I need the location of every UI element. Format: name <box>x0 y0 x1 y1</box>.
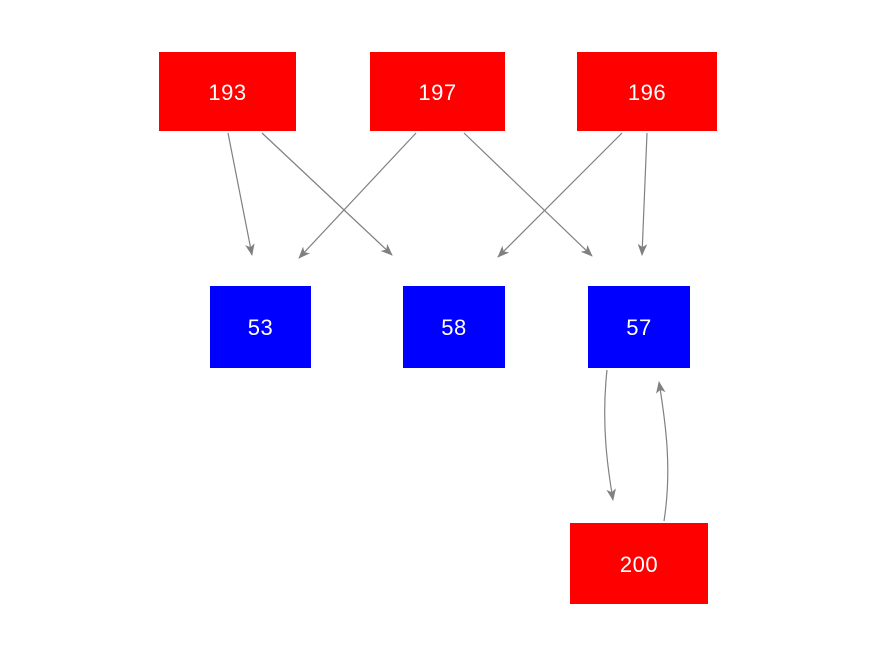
node-193[interactable]: 193 <box>159 52 296 131</box>
node-label: 53 <box>247 315 274 340</box>
edge-196-to-58 <box>497 132 623 258</box>
node-58[interactable]: 58 <box>403 286 505 368</box>
edge-196-to-57 <box>637 132 648 256</box>
node-label: 200 <box>619 551 659 577</box>
edge-197-to-53 <box>298 132 417 259</box>
edge-193-to-53 <box>227 132 255 256</box>
node-197[interactable]: 197 <box>370 52 505 131</box>
edge-193-to-58 <box>261 132 393 256</box>
node-196[interactable]: 196 <box>577 52 717 131</box>
edge-57-to-200 <box>604 369 616 501</box>
node-57[interactable]: 57 <box>588 286 690 368</box>
node-label: 193 <box>208 79 247 105</box>
node-label: 197 <box>418 79 457 105</box>
node-53[interactable]: 53 <box>210 286 311 368</box>
edge-200-to-57 <box>656 381 669 522</box>
node-label: 196 <box>627 79 667 105</box>
node-label: 57 <box>626 315 652 340</box>
node-label: 58 <box>441 315 467 340</box>
edge-197-to-57 <box>463 132 593 257</box>
node-200[interactable]: 200 <box>570 523 708 604</box>
